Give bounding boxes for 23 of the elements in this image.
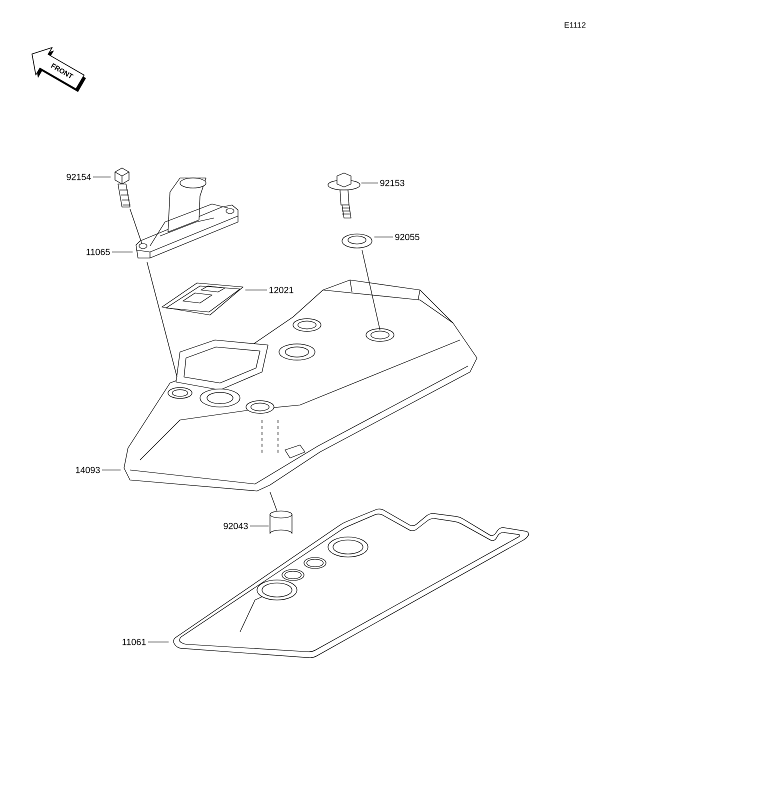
part-number: 92154 <box>66 174 91 180</box>
part-number: 12021 <box>269 286 294 294</box>
part-number: 14093 <box>76 466 100 474</box>
alignment-line <box>146 262 178 378</box>
part-number: 92055 <box>395 234 420 240</box>
leader-line <box>92 176 111 178</box>
part-number: 11065 <box>86 248 110 256</box>
alignment-line <box>270 492 278 512</box>
part-number: 92153 <box>380 180 404 186</box>
leader-line <box>361 182 378 184</box>
alignment-line <box>362 250 380 330</box>
part-number: 92043 <box>224 522 248 530</box>
seal-drawing <box>342 234 372 248</box>
cover-drawing <box>136 178 238 258</box>
bolt-drawing <box>114 168 131 208</box>
alignment-line <box>130 208 142 244</box>
dowel-drawing <box>270 510 292 534</box>
gasket-drawing <box>162 282 244 316</box>
flange-bolt-drawing <box>328 172 360 218</box>
cylinder-head-cover-drawing <box>124 280 478 492</box>
gasket-drawing <box>173 508 530 658</box>
part-number: 11061 <box>122 638 146 646</box>
leader-line <box>374 236 394 238</box>
